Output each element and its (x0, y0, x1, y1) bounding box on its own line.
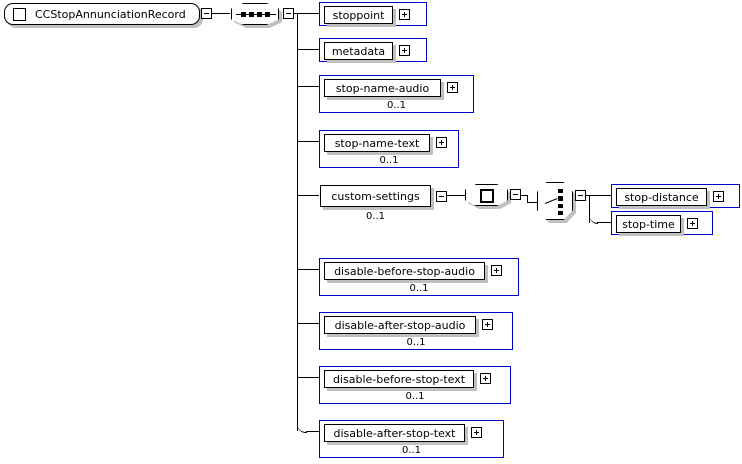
choice-branch-trunk-line (589, 195, 590, 223)
connector-to-stop-name-text (297, 141, 319, 142)
connector-to-stoppoint (297, 13, 319, 14)
connector-choice-to-stop-distance (589, 195, 611, 196)
element-disable-after-stop-text-namebox: disable-after-stop-text (324, 424, 465, 442)
element-label: metadata (331, 44, 386, 58)
element-label: disable-after-stop-audio (334, 318, 466, 332)
connector-to-metadata (297, 49, 319, 50)
sequence-compositor-icon[interactable] (231, 3, 279, 25)
element-stoppoint-namebox: stoppoint (324, 6, 393, 24)
element-disable-before-stop-audio-expand-toggle[interactable] (491, 265, 502, 276)
choice-collapse-toggle[interactable] (575, 190, 586, 201)
element-stoppoint-expand-toggle[interactable] (399, 9, 410, 20)
element-custom-settings-collapse-toggle[interactable] (436, 191, 447, 202)
element-disable-after-stop-text-cardinality: 0..1 (401, 445, 422, 456)
element-label: custom-settings (331, 189, 420, 203)
root-element-label: CCStopAnnunciationRecord (35, 7, 186, 21)
root-element-CCStopAnnunciationRecord[interactable]: CCStopAnnunciationRecord (4, 3, 200, 25)
choice-compositor-icon[interactable] (537, 182, 573, 220)
element-disable-before-stop-audio-namebox: disable-before-stop-audio (324, 262, 485, 280)
connector-sequence-to-trunk (294, 13, 298, 14)
element-stop-name-audio-namebox: stop-name-audio (324, 79, 441, 97)
connector-to-disable-before-stop-audio (297, 269, 319, 270)
connector-to-stop-name-audio (297, 86, 319, 87)
connector-group-to-choice-h2 (527, 202, 537, 203)
element-metadata-expand-toggle[interactable] (399, 45, 410, 56)
element-disable-after-stop-audio-namebox: disable-after-stop-audio (324, 316, 476, 334)
connector-group-to-choice-h1 (521, 195, 527, 196)
connector-choice-to-stop-time (597, 222, 611, 223)
connector-to-custom-settings (297, 195, 319, 196)
element-disable-before-stop-audio-cardinality: 0..1 (409, 283, 429, 294)
element-custom-settings-namebox: custom-settings (320, 185, 431, 207)
element-disable-after-stop-text-expand-toggle[interactable] (471, 427, 482, 438)
element-label: stop-name-text (334, 136, 420, 150)
element-stop-name-text-expand-toggle[interactable] (436, 137, 447, 148)
element-square-icon (13, 7, 26, 21)
element-disable-before-stop-audio[interactable]: disable-before-stop-audio 0..1 (319, 258, 519, 296)
element-stoppoint[interactable]: stoppoint (319, 2, 427, 26)
element-label: stop-name-audio (335, 81, 430, 95)
element-label: stop-time (622, 217, 675, 231)
element-stop-distance[interactable]: stop-distance (611, 184, 740, 208)
element-metadata-namebox: metadata (324, 42, 393, 60)
main-trunk-line (297, 13, 298, 431)
element-stop-distance-expand-toggle[interactable] (713, 191, 724, 202)
element-stop-name-audio-cardinality: 0..1 (386, 100, 407, 111)
element-stop-time-namebox: stop-time (616, 215, 681, 233)
element-label: stoppoint (332, 8, 385, 22)
element-stop-name-text-cardinality: 0..1 (379, 155, 399, 166)
element-disable-after-stop-audio-cardinality: 0..1 (406, 337, 426, 348)
element-stop-distance-namebox: stop-distance (616, 188, 707, 206)
element-disable-before-stop-text[interactable]: disable-before-stop-text 0..1 (319, 366, 511, 404)
connector-root-to-sequence (212, 13, 230, 14)
connector-custom-settings-to-group (447, 195, 465, 196)
element-custom-settings[interactable]: custom-settings 0..1 (319, 184, 447, 222)
sequence-collapse-toggle[interactable] (283, 8, 294, 19)
element-disable-before-stop-text-expand-toggle[interactable] (480, 373, 491, 384)
element-stop-name-audio-expand-toggle[interactable] (447, 82, 458, 93)
element-metadata[interactable]: metadata (319, 38, 427, 62)
element-stop-name-text[interactable]: stop-name-text 0..1 (319, 130, 459, 168)
element-disable-before-stop-text-cardinality: 0..1 (405, 391, 425, 402)
connector-to-disable-after-stop-audio (297, 323, 319, 324)
connector-choice-to-branch-trunk (586, 195, 590, 196)
element-stop-name-audio[interactable]: stop-name-audio 0..1 (319, 75, 474, 113)
element-disable-after-stop-text[interactable]: disable-after-stop-text 0..1 (319, 420, 504, 458)
group-square-icon[interactable] (465, 184, 508, 206)
root-collapse-toggle[interactable] (201, 8, 212, 19)
element-custom-settings-cardinality: 0..1 (365, 211, 386, 222)
element-disable-after-stop-audio[interactable]: disable-after-stop-audio 0..1 (319, 312, 513, 350)
element-disable-before-stop-text-namebox: disable-before-stop-text (324, 370, 474, 388)
element-label: disable-before-stop-text (332, 372, 466, 386)
element-stop-time[interactable]: stop-time (611, 211, 713, 235)
element-label: disable-before-stop-audio (334, 264, 475, 278)
element-label: disable-after-stop-text (333, 426, 456, 440)
connector-trunk-to-last-child (306, 431, 319, 432)
element-stop-name-text-namebox: stop-name-text (324, 134, 430, 152)
connector-to-disable-before-stop-text (297, 377, 319, 378)
connector-group-to-choice-v (527, 195, 528, 202)
group-collapse-toggle[interactable] (510, 189, 521, 200)
element-label: stop-distance (624, 190, 699, 204)
element-disable-after-stop-audio-expand-toggle[interactable] (482, 319, 493, 330)
element-stop-time-expand-toggle[interactable] (687, 218, 698, 229)
